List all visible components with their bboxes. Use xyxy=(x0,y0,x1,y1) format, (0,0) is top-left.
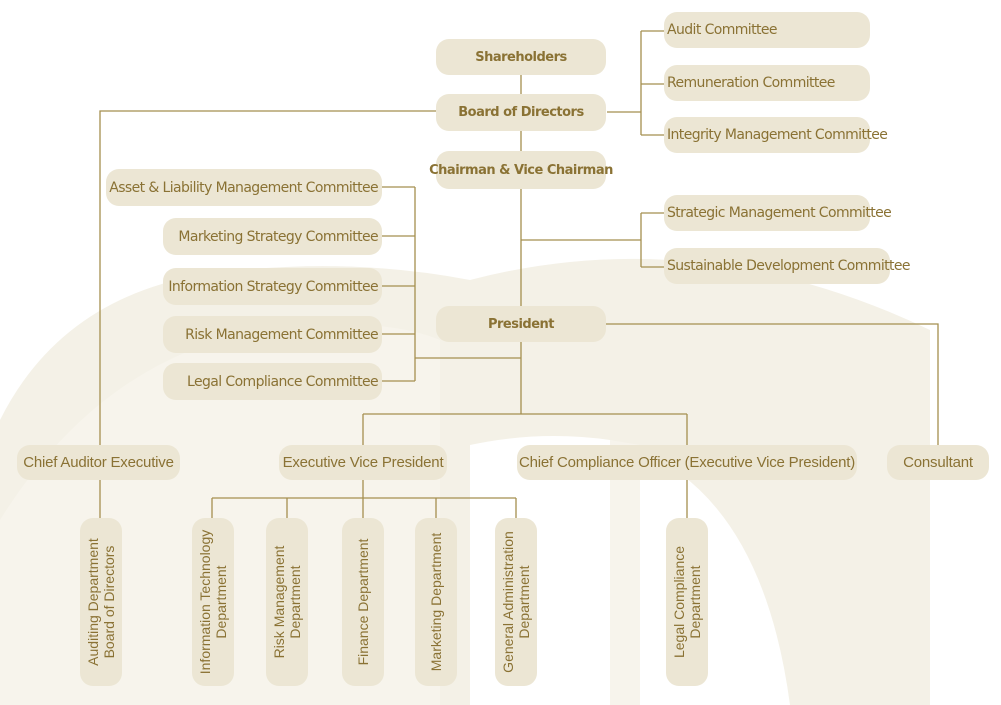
board-of-directors-node: Board of Directors xyxy=(436,94,606,131)
committee-label: Remuneration Committee xyxy=(667,75,835,91)
executive-label: Executive Vice President xyxy=(282,454,444,471)
alm-committee-node: Asset & Liability Management Committee xyxy=(106,169,382,206)
cco-node: Chief Compliance Officer (Executive Vice… xyxy=(517,445,857,480)
chief-auditor-node: Chief Auditor Executive xyxy=(17,445,180,480)
shareholders-label: Shareholders xyxy=(475,49,567,65)
marketing-committee-node: Marketing Strategy Committee xyxy=(163,218,382,255)
consultant-node: Consultant xyxy=(887,445,989,480)
committee-label: Information Strategy Committee xyxy=(168,278,378,295)
legal-committee-node: Legal Compliance Committee xyxy=(163,363,382,400)
executive-label: Chief Auditor Executive xyxy=(23,454,174,471)
sustainable-committee-node: Sustainable Development Committee xyxy=(664,248,911,284)
department-label: Marketing Department xyxy=(428,532,444,672)
remuneration-committee-node: Remuneration Committee xyxy=(664,65,870,101)
information-committee-node: Information Strategy Committee xyxy=(163,268,382,305)
strategic-committee-node: Strategic Management Committee xyxy=(664,195,892,231)
audit-committee-node: Audit Committee xyxy=(664,12,870,48)
committee-label: Asset & Liability Management Committee xyxy=(109,179,378,196)
president-node: President xyxy=(436,306,606,342)
risk-committee-node: Risk Management Committee xyxy=(163,316,382,353)
integrity-committee-node: Integrity Management Committee xyxy=(664,117,888,153)
chairman-node: Chairman & Vice Chairman xyxy=(429,151,613,189)
board-label: Board of Directors xyxy=(458,105,584,120)
committee-label: Integrity Management Committee xyxy=(667,127,888,143)
committee-label: Sustainable Development Committee xyxy=(667,258,911,274)
committee-label: Marketing Strategy Committee xyxy=(178,228,378,245)
marketing-department-node: Marketing Department xyxy=(415,518,457,686)
finance-department-node: Finance Department xyxy=(342,518,384,686)
evp-node: Executive Vice President xyxy=(279,445,447,480)
department-label: Finance Department xyxy=(355,538,371,666)
chairman-label: Chairman & Vice Chairman xyxy=(429,162,613,178)
executive-label: Chief Compliance Officer (Executive Vice… xyxy=(518,454,856,471)
president-label: President xyxy=(487,316,555,332)
committee-label: Risk Management Committee xyxy=(185,326,378,343)
committee-label: Strategic Management Committee xyxy=(667,205,892,221)
committee-label: Audit Committee xyxy=(667,22,777,38)
committee-label: Legal Compliance Committee xyxy=(187,373,379,390)
shareholders-node: Shareholders xyxy=(436,39,606,75)
executive-label: Consultant xyxy=(903,454,973,471)
